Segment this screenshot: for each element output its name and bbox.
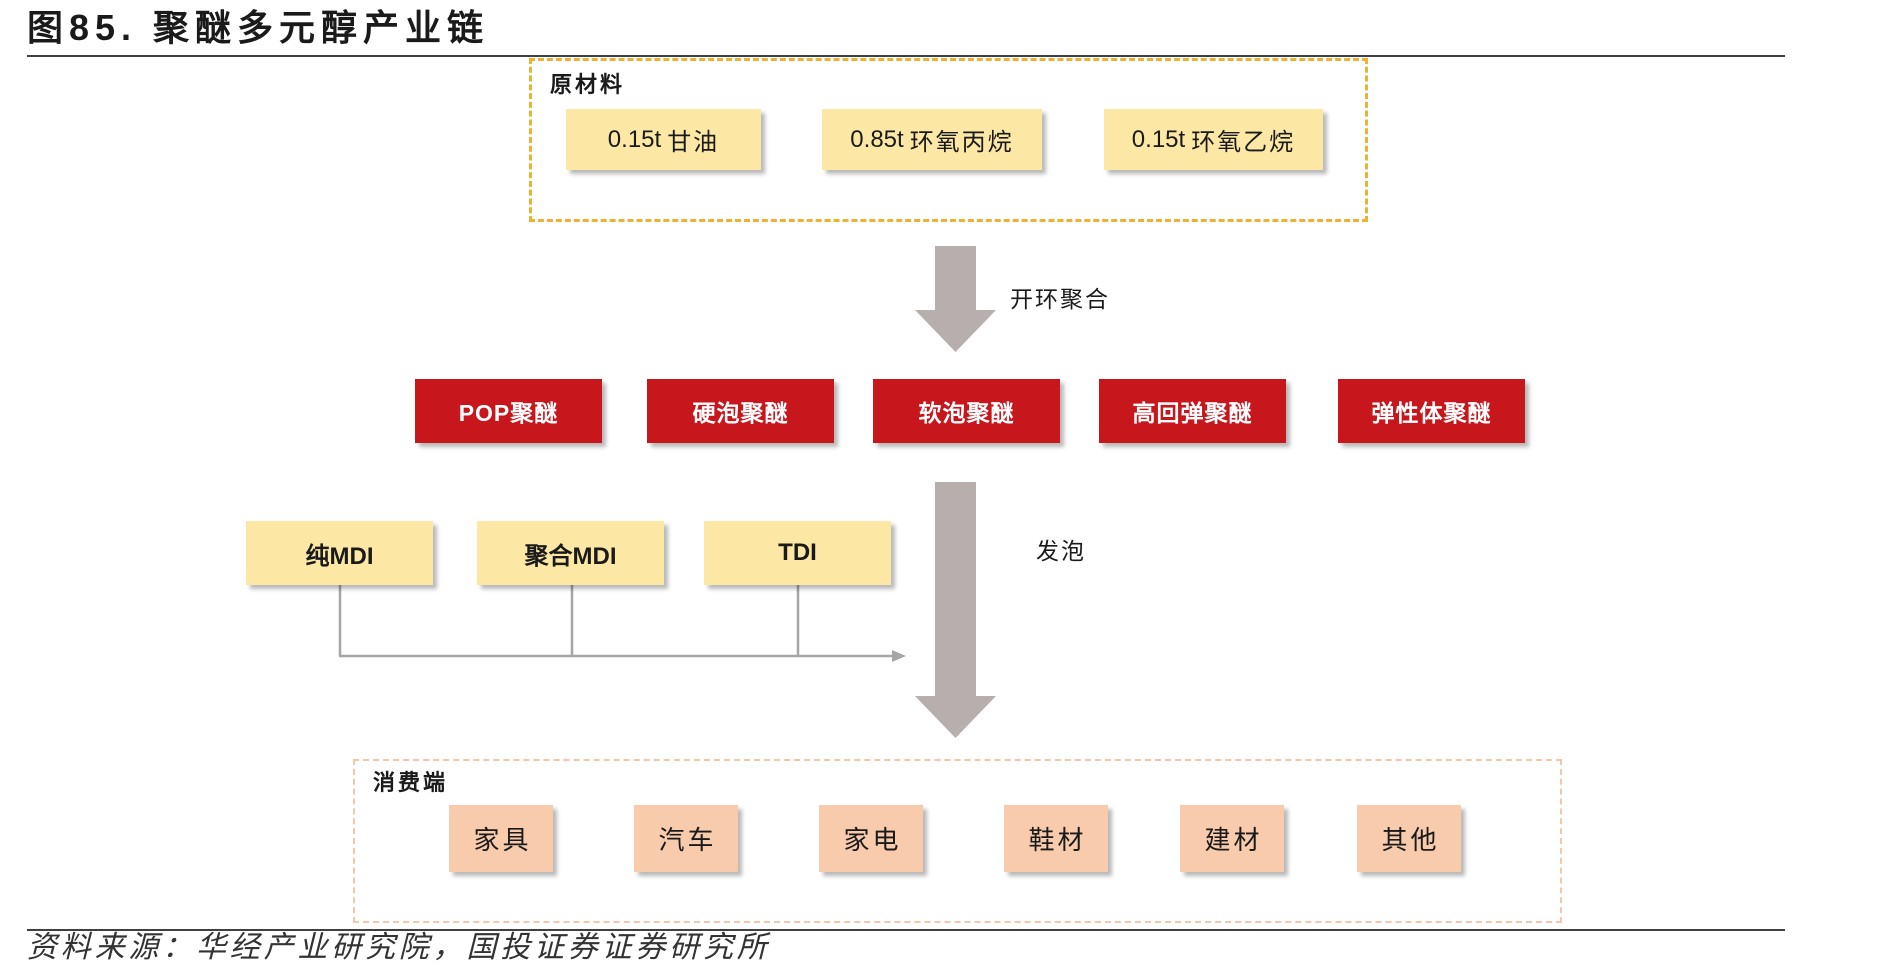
end-use-footwear: 鞋材 — [1004, 805, 1108, 872]
isocyanate-polymeric-mdi: 聚合MDI — [477, 521, 664, 585]
polyether-pop: POP聚醚 — [415, 379, 602, 443]
isocyanate-tdi: TDI — [704, 521, 891, 585]
source-note: 资料来源：华经产业研究院，国投证券证券研究所 — [27, 930, 771, 965]
end-use-automotive: 汽车 — [634, 805, 738, 872]
polyether-elastomer: 弹性体聚醚 — [1338, 379, 1525, 443]
end-use-furniture: 家具 — [449, 805, 553, 872]
raw-material-propylene-oxide: 0.85t 环氧丙烷 — [822, 109, 1042, 170]
arrow-down-icon — [915, 246, 996, 352]
raw-materials-group — [529, 58, 1368, 222]
process-label-foaming: 发泡 — [1036, 539, 1086, 565]
polyether-high-resilience: 高回弹聚醚 — [1099, 379, 1286, 443]
raw-material-name: 甘油 — [667, 128, 720, 156]
process-label-ring-opening: 开环聚合 — [1010, 287, 1110, 313]
raw-materials-label: 原材料 — [550, 72, 626, 98]
title-underline — [27, 55, 1785, 57]
consumer-end-label: 消费端 — [373, 770, 449, 796]
polyether-flexible-foam: 软泡聚醚 — [873, 379, 1060, 443]
raw-material-amount: 0.85t — [850, 125, 904, 153]
isocyanate-pure-mdi: 纯MDI — [246, 521, 433, 585]
arrow-right-icon — [892, 650, 906, 662]
raw-material-ethylene-oxide: 0.15t 环氧乙烷 — [1104, 109, 1323, 170]
end-use-building-materials: 建材 — [1180, 805, 1284, 872]
figure-title: 图85. 聚醚多元醇产业链 — [27, 7, 490, 48]
end-use-appliances: 家电 — [819, 805, 923, 872]
raw-material-name: 环氧乙烷 — [1191, 128, 1296, 156]
raw-material-amount: 0.15t — [607, 125, 662, 153]
raw-material-glycerin: 0.15t 甘油 — [566, 109, 761, 170]
consumer-end-group — [353, 759, 1562, 923]
raw-material-amount: 0.15t — [1131, 125, 1186, 153]
arrow-down-icon — [915, 482, 996, 738]
source-divider — [27, 929, 1785, 931]
polyether-rigid-foam: 硬泡聚醚 — [647, 379, 834, 443]
end-use-other: 其他 — [1357, 805, 1461, 872]
raw-material-name: 环氧丙烷 — [909, 128, 1014, 156]
